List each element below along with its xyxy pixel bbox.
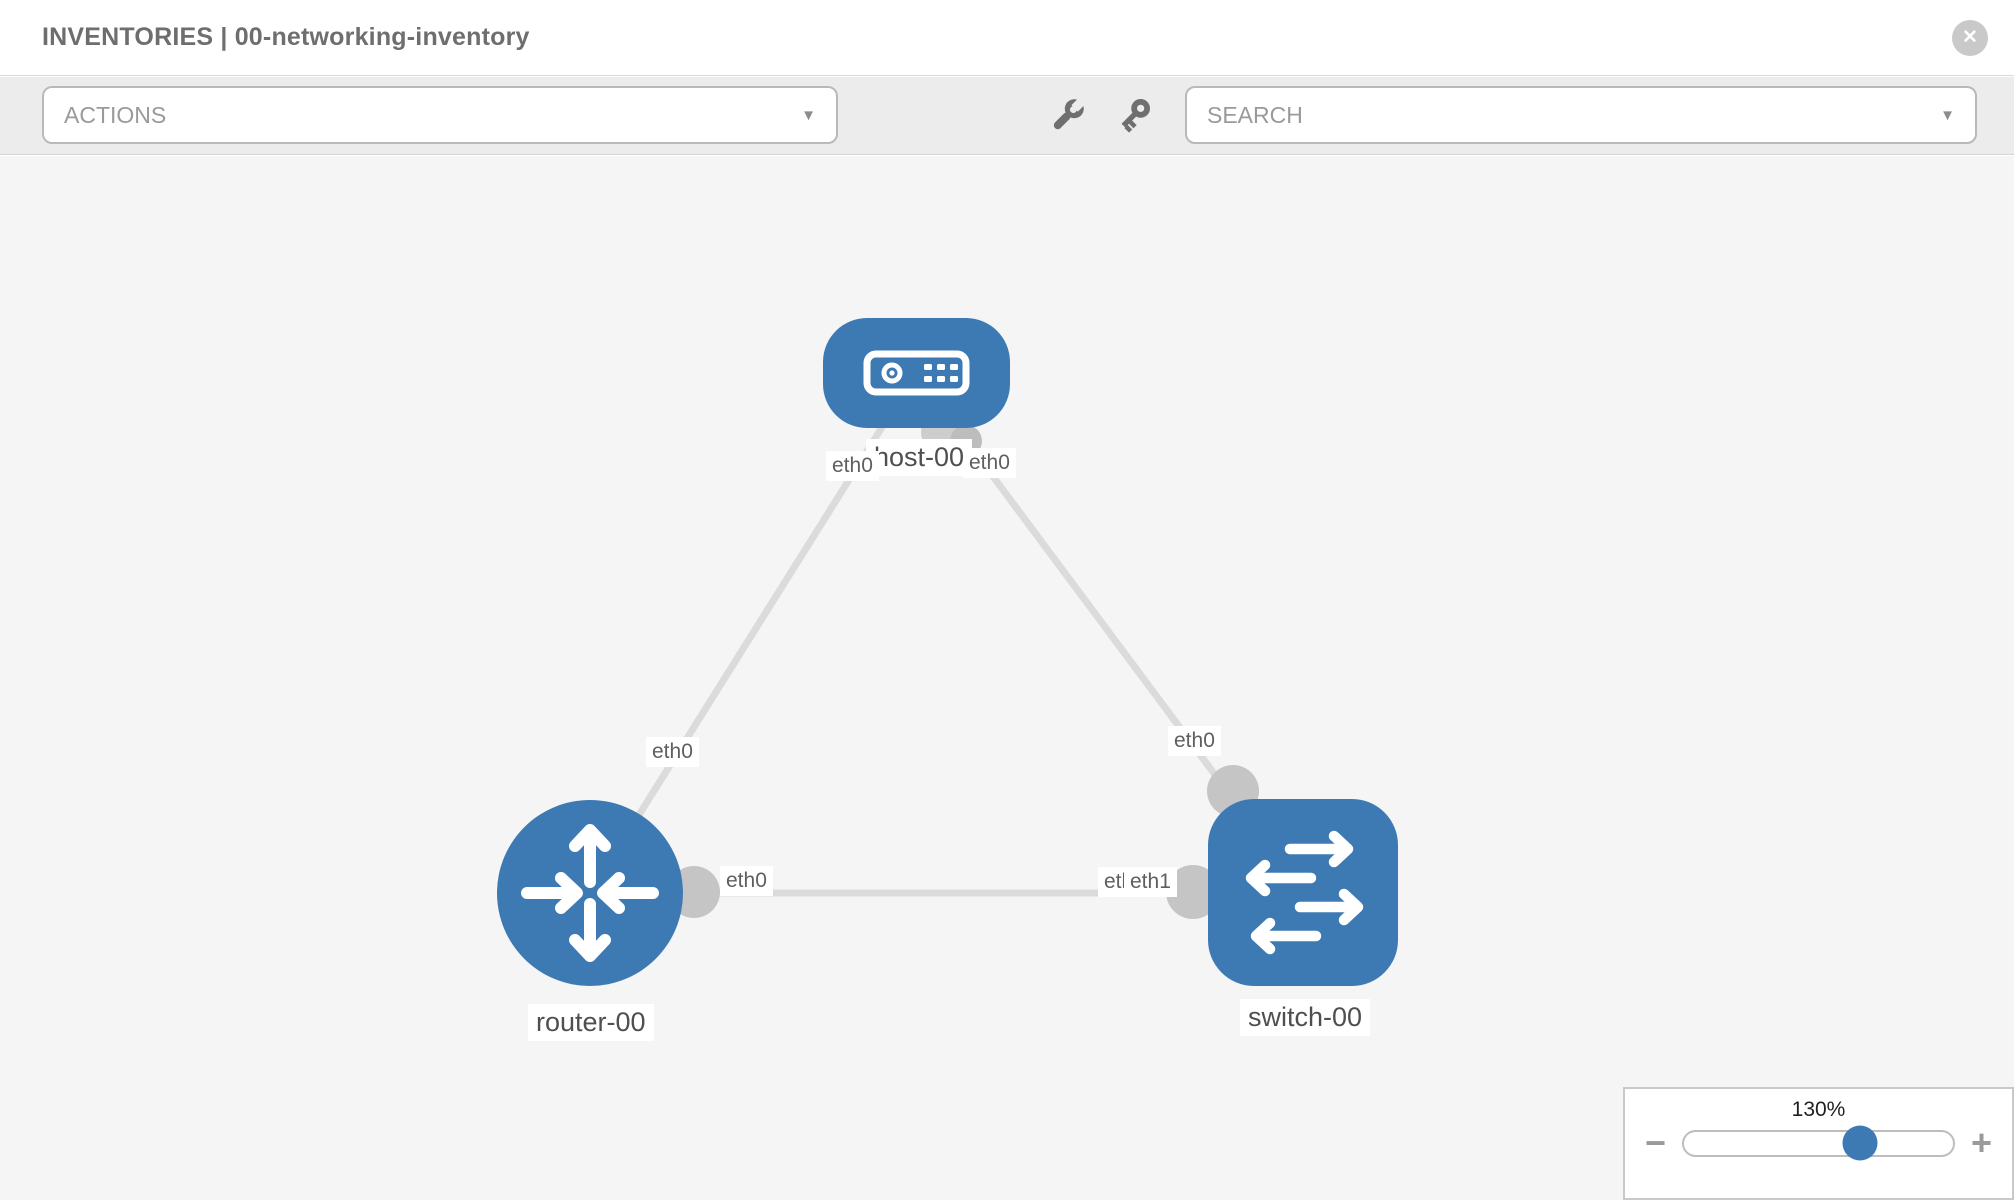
actions-dropdown-label: ACTIONS [64, 101, 167, 128]
switch-icon [1245, 830, 1364, 955]
node-label-router-00: router-00 [528, 1004, 654, 1041]
zoom-panel: 130% − + [1623, 1087, 2014, 1200]
node-label-switch-00: switch-00 [1240, 999, 1371, 1036]
topology-canvas[interactable]: host-00 router-00 switch-00 eth0 eth0 et… [0, 156, 2014, 1200]
actions-dropdown[interactable]: ACTIONS ▼ [42, 86, 838, 144]
connector-switch-eth1[interactable] [1166, 865, 1220, 919]
key-icon [1121, 98, 1151, 133]
node-router-00[interactable] [497, 800, 683, 986]
search-dropdown-label: SEARCH [1207, 101, 1303, 128]
interface-label-router-eth0-side: eth0 [720, 866, 773, 896]
titlebar: INVENTORIES | 00-networking-inventory ✕ [0, 0, 2014, 76]
zoom-percent: 130% [1791, 1098, 1846, 1121]
interface-label-router-eth0-up: eth0 [646, 737, 699, 767]
interface-label-switch-eth1: eth1 [1124, 867, 1177, 897]
zoom-slider[interactable] [1682, 1125, 1955, 1161]
node-label-host-00: host-00 [866, 439, 973, 476]
interface-label-switch-eth0-up: eth0 [1168, 726, 1221, 756]
search-dropdown[interactable]: SEARCH ▼ [1185, 86, 1977, 144]
zoom-in-button[interactable]: + [1970, 1122, 1992, 1163]
node-switch-00[interactable] [1208, 799, 1398, 986]
router-icon [521, 824, 659, 962]
interface-label-host-eth0-right: eth0 [963, 448, 1016, 478]
configure-button[interactable] [1044, 89, 1092, 141]
close-icon: ✕ [1962, 27, 1978, 48]
zoom-slider-handle[interactable] [1842, 1125, 1878, 1161]
host-icon [863, 350, 970, 396]
wrench-icon [1053, 97, 1086, 130]
toolbar: ACTIONS ▼ [0, 77, 2014, 155]
topology-edges [587, 370, 1306, 919]
zoom-row: − + [1625, 1122, 2012, 1163]
page-title: INVENTORIES | 00-networking-inventory [42, 23, 530, 51]
close-button[interactable]: ✕ [1952, 19, 1988, 56]
chevron-down-icon: ▼ [801, 106, 816, 124]
credentials-button[interactable] [1110, 89, 1158, 141]
zoom-out-button[interactable]: − [1645, 1122, 1667, 1163]
chevron-down-icon: ▼ [1940, 106, 1955, 124]
interface-label-host-eth0-left: eth0 [826, 451, 879, 481]
node-host-00[interactable] [823, 318, 1010, 428]
